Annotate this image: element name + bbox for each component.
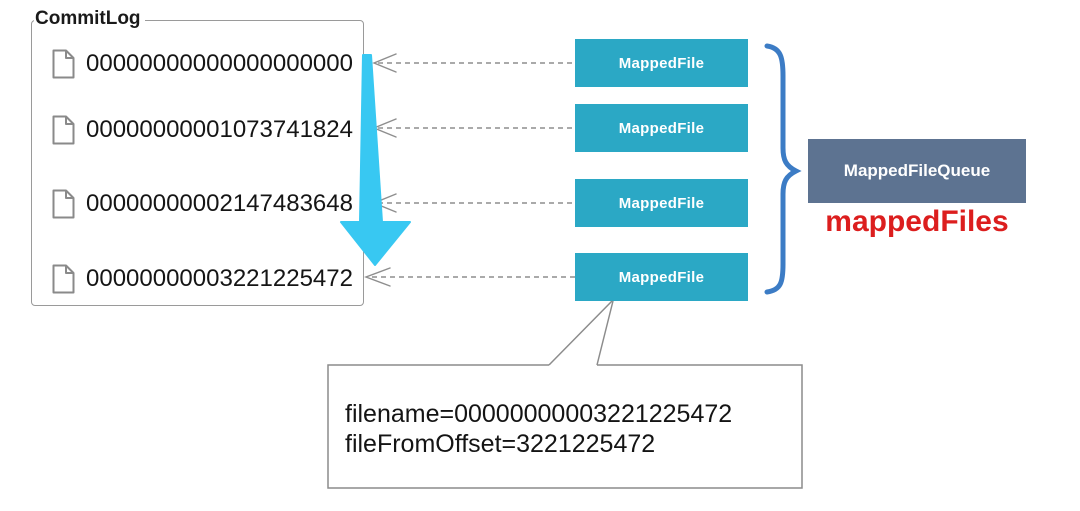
mappedfile-box-3: MappedFile: [575, 179, 748, 227]
file-name: 00000000003221225472: [86, 265, 353, 292]
commitlog-file-row: 00000000003221225472: [52, 262, 353, 296]
mappedfilequeue-box: MappedFileQueue: [808, 139, 1026, 203]
mappedfilequeue-label: MappedFileQueue: [843, 161, 991, 180]
file-name: 00000000001073741824: [86, 116, 353, 143]
commitlog-file-row: 00000000001073741824: [52, 113, 353, 147]
commitlog-file-row: 00000000002147483648: [52, 187, 353, 221]
curly-brace-icon: [764, 43, 802, 295]
left-arrowhead-icon: [372, 193, 397, 213]
callout-pointer: [548, 300, 613, 366]
commitlog-file-row: 00000000000000000000: [52, 47, 353, 81]
left-arrowhead-icon: [364, 267, 391, 287]
file-icon: [52, 49, 75, 79]
file-name: 00000000002147483648: [86, 190, 353, 217]
file-icon: [52, 189, 75, 219]
mappedfile-label: MappedFile: [618, 194, 705, 212]
mappedfile-box-2: MappedFile: [575, 104, 748, 152]
callout-box: filename=00000000003221225472 fileFromOf…: [345, 399, 732, 459]
left-arrowhead-icon: [372, 118, 397, 138]
mappedfile-box-4: MappedFile: [575, 253, 748, 301]
file-name: 00000000000000000000: [86, 50, 353, 77]
left-arrowhead-icon: [372, 53, 397, 73]
callout-pointer: [596, 300, 614, 366]
file-icon: [52, 264, 75, 294]
mappedfile-label: MappedFile: [618, 119, 705, 137]
commitlog-box: CommitLog: [31, 7, 364, 306]
mappedfile-label: MappedFile: [618, 54, 705, 72]
mappedfile-box-1: MappedFile: [575, 39, 748, 87]
callout-offset-line: fileFromOffset=3221225472: [345, 430, 656, 458]
commitlog-title: CommitLog: [34, 7, 145, 31]
mappedfile-label: MappedFile: [618, 268, 705, 286]
callout-filename-line: filename=00000000003221225472: [345, 400, 733, 428]
mappedfiles-field-label: mappedFiles: [825, 205, 1009, 238]
file-icon: [52, 115, 75, 145]
